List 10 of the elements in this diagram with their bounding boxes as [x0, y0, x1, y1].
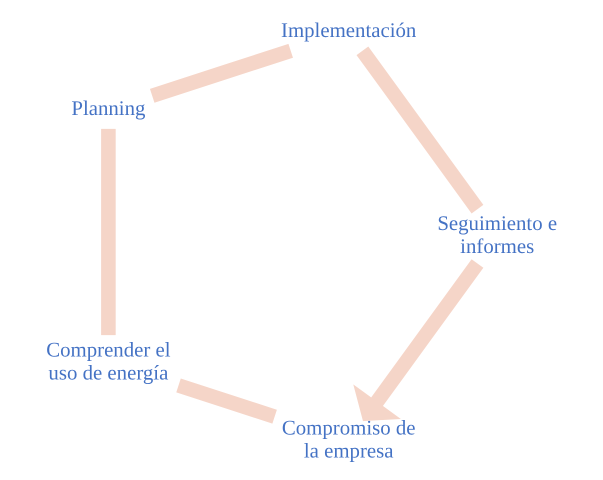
connector	[356, 46, 484, 213]
node-text: Seguimiento e informes	[437, 210, 558, 258]
connector	[176, 378, 277, 424]
arrow	[353, 258, 484, 421]
node-text: Compromiso de la empresa	[282, 414, 416, 462]
node-text: Comprender el uso de energía	[46, 336, 171, 384]
node-text: Implementación	[281, 18, 416, 42]
connector	[150, 43, 293, 102]
connector	[101, 128, 116, 335]
node-text: Planning	[71, 96, 146, 120]
